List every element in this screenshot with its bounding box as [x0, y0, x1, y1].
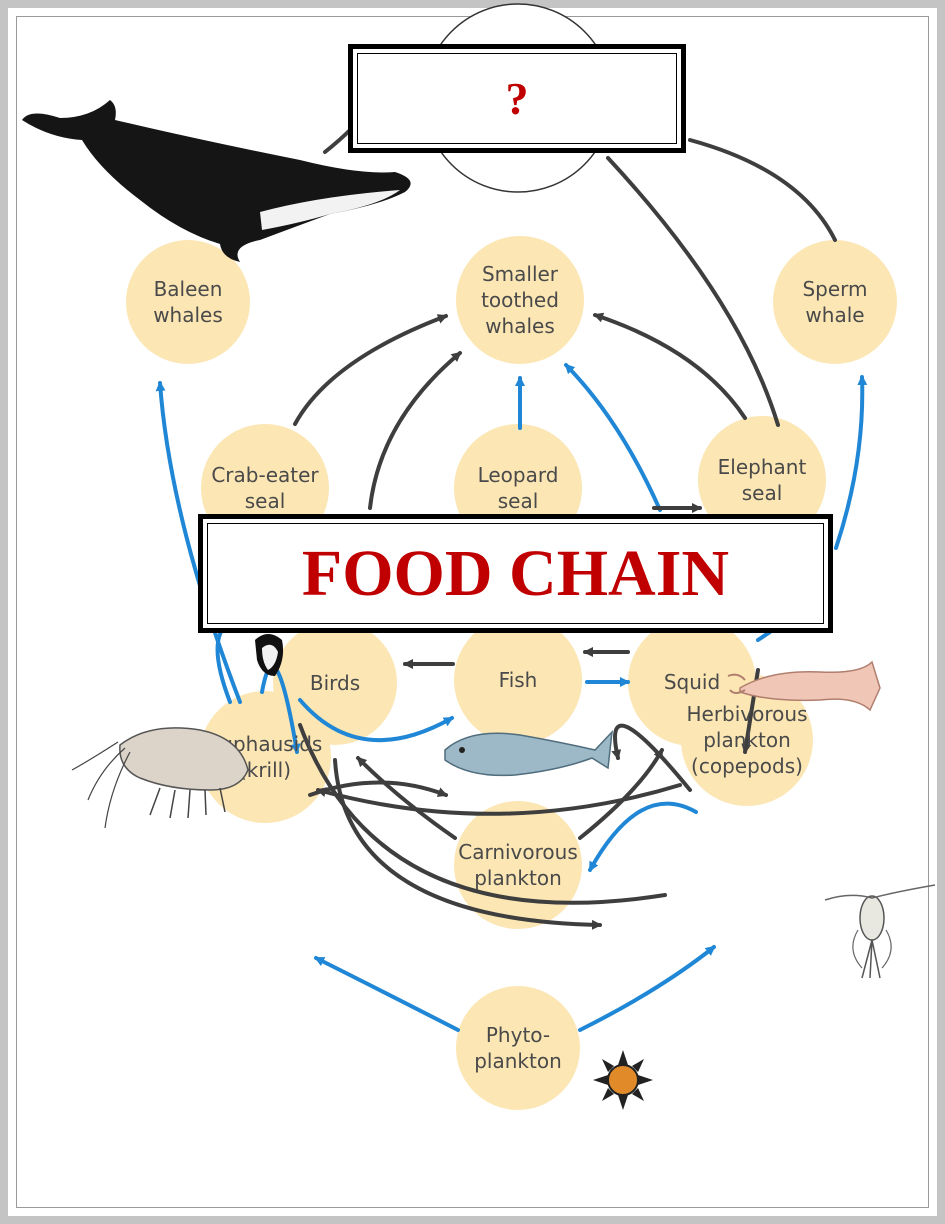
arrow-copepods-to-squid	[611, 723, 692, 792]
whale-icon	[22, 100, 411, 262]
title-box: FOOD CHAIN	[198, 514, 833, 633]
arrow-phyto-to-copepods	[578, 945, 716, 1032]
arrow-squid-to-toothed	[564, 363, 662, 512]
fish-label-line: Fish	[499, 668, 538, 692]
arrow-squid-to-sperm	[834, 375, 868, 550]
leopard-label-line: Leopard	[478, 463, 559, 487]
arrow-birds-curve	[298, 723, 667, 905]
arrow-baleen-to-top	[323, 128, 352, 154]
euphausids-node	[199, 691, 331, 823]
carnivorous-plankton-node	[454, 801, 582, 929]
squid-label-line: Squid	[664, 670, 720, 694]
baleen-label-line: Baleen	[154, 277, 223, 301]
crab-eater-label-line: seal	[245, 489, 286, 513]
baleen-whales-node	[126, 240, 250, 364]
krill-icon	[71, 727, 249, 829]
elephant-seal-node	[698, 416, 826, 544]
arrow-krill-to-baleen	[155, 381, 242, 704]
smaller-toothed-label-line: toothed	[481, 288, 559, 312]
herbivorous-label-line: (copepods)	[691, 754, 803, 778]
penguin-icon	[255, 634, 284, 676]
elephant-label-line: Elephant	[718, 455, 807, 479]
sperm-label-line: whale	[805, 303, 864, 327]
crab-eater-label-line: Crab-eater	[211, 463, 319, 487]
smaller-toothed-label-line: Smaller	[482, 262, 559, 286]
arrow-phyto-to-krill	[314, 956, 460, 1032]
question-label: ?	[505, 73, 529, 124]
arrow-copepods-to-carnivorous	[588, 801, 698, 872]
arrow-elephant-to-toothed	[593, 312, 747, 420]
arrow-krill-to-crabeater	[215, 628, 232, 704]
copepod-icon	[824, 884, 936, 979]
carnivorous-label-line: Carnivorous	[458, 840, 578, 864]
phyto-label-line: Phyto-	[486, 1023, 550, 1047]
arrow-copepods-to-birds	[333, 758, 602, 930]
carnivorous-label-line: plankton	[474, 866, 562, 890]
fish-icon	[444, 729, 613, 777]
arrow-elephant-to-top	[606, 156, 780, 427]
smaller-toothed-whales-node	[456, 236, 584, 364]
phyto-label-line: plankton	[474, 1049, 562, 1073]
squid-icon	[727, 660, 881, 712]
arrow-carnivorous-to-squid	[578, 748, 664, 840]
arrow-copepods-to-krill	[316, 783, 682, 816]
arrow-krill-to-fish	[298, 698, 454, 743]
sperm-label-line: Sperm	[802, 277, 867, 301]
arrow-sperm-to-top	[688, 138, 837, 242]
page-title: FOOD CHAIN	[301, 536, 730, 610]
phytoplankton-node	[456, 986, 580, 1110]
phytoplankton-icon	[593, 1050, 653, 1110]
question-box: ?	[348, 44, 686, 153]
fish-node	[454, 616, 582, 744]
leopard-label-line: seal	[498, 489, 539, 513]
baleen-label-line: whales	[153, 303, 223, 327]
herbivorous-label-line: plankton	[703, 728, 791, 752]
herbivorous-label-line: Herbivorous	[686, 702, 807, 726]
arrow-birds-to-toothed	[368, 351, 462, 510]
arrow-carnivorous-to-birds	[356, 756, 457, 840]
smaller-toothed-label-line: whales	[485, 314, 555, 338]
birds-label-line: Birds	[310, 671, 360, 695]
elephant-label-line: seal	[742, 481, 783, 505]
sperm-whale-node	[773, 240, 897, 364]
arrow-crabeater-to-toothed	[293, 314, 448, 426]
